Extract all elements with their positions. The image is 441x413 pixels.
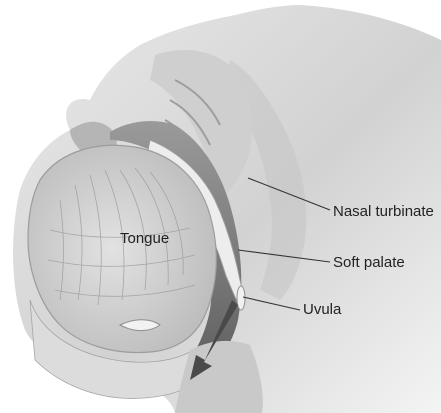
label-uvula: Uvula [303,301,342,318]
label-nasal-turbinate: Nasal turbinate [333,203,434,220]
label-soft-palate: Soft palate [333,254,405,271]
uvula-shape [237,286,245,310]
label-tongue: Tongue [120,230,169,247]
tongue-body [28,145,216,352]
